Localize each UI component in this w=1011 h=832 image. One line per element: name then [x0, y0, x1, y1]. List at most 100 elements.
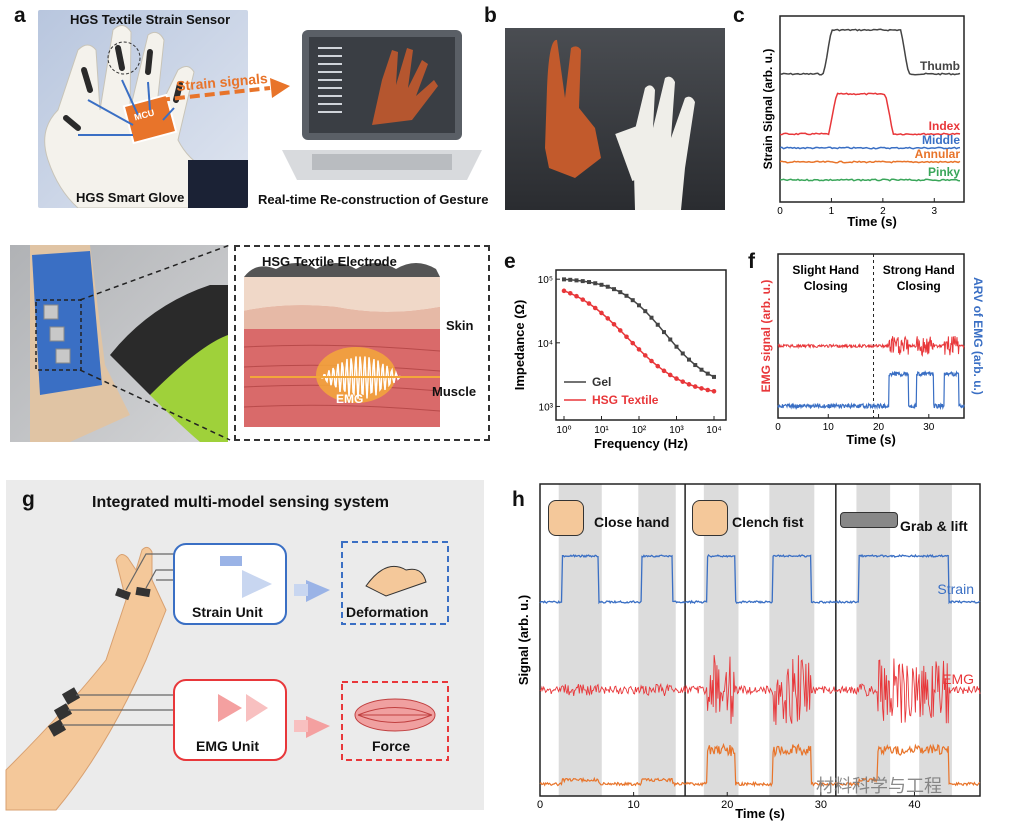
series-label-thumb: Thumb [920, 59, 960, 73]
active-period-shade [558, 484, 602, 796]
force-label: Force [372, 738, 411, 754]
point-gel [580, 279, 585, 284]
point-hsg-textile [642, 353, 648, 358]
gesture-hands [545, 39, 695, 210]
strain-arrow [159, 78, 290, 102]
electrode-cross-section [243, 263, 441, 427]
point-hsg-textile [605, 316, 611, 321]
point-gel [630, 298, 635, 303]
gesture-photo [505, 28, 725, 210]
point-hsg-textile [636, 347, 642, 352]
point-gel [574, 278, 579, 283]
point-gel [687, 357, 691, 362]
point-gel [568, 277, 573, 282]
series-line-middle [779, 146, 961, 150]
deformation-label: Deformation [346, 604, 429, 620]
x-tick-label: 30 [923, 422, 935, 433]
point-hsg-textile [661, 368, 667, 374]
emg-unit-label: EMG Unit [196, 738, 259, 754]
region1-line2: Closing [804, 279, 848, 293]
point-hsg-textile [574, 293, 579, 299]
point-gel [662, 330, 666, 335]
point-gel [593, 281, 598, 286]
system-title: Integrated multi-model sensing system [92, 494, 389, 511]
x-axis-label: Frequency (Hz) [594, 436, 688, 451]
series-line-index [779, 92, 961, 136]
x-tick-label: 3 [932, 206, 938, 217]
watermark: 材料科学与工程 [816, 776, 942, 796]
strain-line [539, 553, 981, 605]
active-period-shade [769, 484, 815, 796]
laptop-illustration [282, 30, 482, 180]
point-hsg-textile [692, 384, 698, 389]
x-tick-label: 0 [537, 799, 543, 811]
emg-label: EMG [336, 392, 364, 406]
electrode-title: HSG Textile Electrode [262, 254, 397, 269]
point-hsg-textile [611, 321, 617, 327]
point-hsg-textile [599, 310, 604, 316]
point-hsg-textile [624, 334, 629, 340]
point-gel [693, 363, 698, 368]
point-hsg-textile [580, 297, 586, 302]
series-line-thumb [779, 28, 961, 76]
plot-frame [555, 269, 727, 421]
emg-signal-line [777, 335, 965, 358]
panel-g-letter: g [22, 488, 35, 511]
fist-icon-2 [692, 500, 728, 536]
x-axis-label: Time (s) [735, 806, 785, 821]
arm-drawing [30, 245, 228, 442]
series-line-annular [779, 160, 961, 164]
panel-b-letter: b [484, 4, 497, 27]
panel-f-letter: f [748, 250, 755, 273]
action-clench-fist: Clench fist [732, 514, 804, 530]
panel-e-letter: e [504, 250, 516, 273]
laptop-caption: Real-time Re-construction of Gesture [258, 192, 489, 207]
series-label-middle: Middle [922, 133, 960, 147]
point-hsg-textile [705, 387, 711, 393]
dumbbell-icon [840, 512, 898, 528]
point-hsg-textile [567, 290, 573, 296]
point-hsg-textile [655, 363, 661, 369]
y-tick-label: 10⁴ [538, 339, 553, 350]
point-hsg-textile [617, 328, 623, 333]
point-gel [699, 367, 704, 372]
plot-frame [779, 15, 965, 203]
force-line [539, 742, 981, 788]
fist-icon-1 [548, 500, 584, 536]
point-gel [668, 337, 673, 342]
emg-line [539, 655, 981, 726]
active-period-shade [703, 484, 739, 796]
muscle-label: Muscle [432, 384, 477, 399]
x-tick-label: 10² [632, 425, 647, 436]
sensor-title: HGS Textile Strain Sensor [70, 12, 231, 27]
panel-c-letter: c [733, 4, 745, 27]
series-label-index: Index [929, 119, 961, 133]
glove-photo [38, 10, 248, 208]
y-tick-label: 10⁵ [538, 275, 553, 286]
x-tick-label: 10³ [669, 425, 684, 436]
plot-frame [539, 483, 981, 797]
glove-illustration [44, 25, 248, 208]
panel-h-letter: h [512, 488, 525, 511]
y-axis-label: Strain Signal (arb. u.) [761, 49, 775, 170]
point-gel [605, 284, 610, 289]
point-hsg-textile [586, 301, 592, 306]
zoom-lines [79, 244, 231, 441]
point-hsg-textile [667, 372, 673, 378]
x-tick-label: 10⁴ [706, 425, 721, 436]
y-axis-label: Impedance (Ω) [512, 300, 527, 391]
glove-label: HGS Smart Glove [76, 190, 185, 205]
point-gel [674, 344, 679, 349]
series-label-annular: Annular [915, 147, 961, 161]
region1-line1: Slight Hand [792, 263, 859, 277]
point-hsg-textile [592, 305, 598, 311]
series-line-pinky [779, 178, 961, 182]
action-close-hand: Close hand [594, 514, 670, 530]
point-gel [712, 374, 716, 379]
x-tick-label: 0 [777, 206, 783, 217]
y-axis-label: Signal (arb. u.) [516, 595, 531, 685]
x-tick-label: 1 [829, 206, 835, 217]
strain-unit-label: Strain Unit [192, 604, 263, 620]
